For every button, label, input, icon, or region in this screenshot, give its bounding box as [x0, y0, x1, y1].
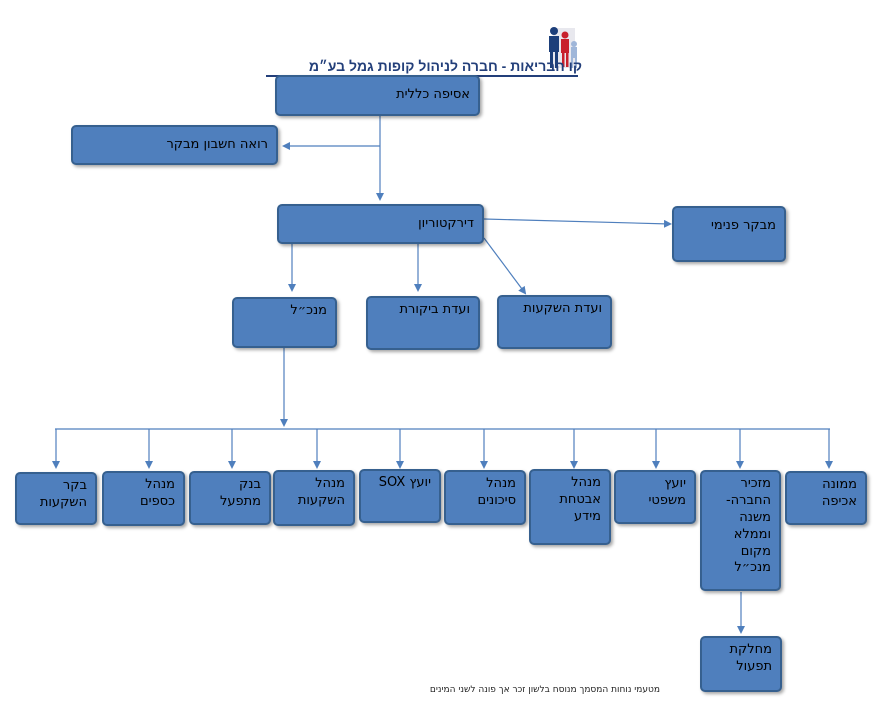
node-risk-manager: מנהל סיכונים [444, 470, 526, 525]
node-enforcement-officer: ממונה אכיפה [785, 471, 867, 525]
node-sox-advisor-label: יועץ SOX [378, 475, 431, 490]
node-operations-dept: מחלקת תפעול [700, 636, 782, 692]
node-ceo: מנכ״ל [232, 297, 337, 348]
node-infosec-manager-label: מנהל אבטחת מידע [559, 475, 601, 524]
node-auditor-label: רואה חשבון מבקר [166, 137, 268, 152]
footer-note: מטעמי נוחות המסמך מנוסח בלשון זכר אך פונ… [429, 685, 660, 695]
node-finance-manager: מנהל כספים [102, 471, 185, 526]
connector-board-investment-committee [483, 237, 527, 295]
node-legal-advisor-label: יועץ משפטי [648, 476, 687, 508]
family-icon [549, 27, 577, 68]
node-investment-committee-label: ועדת השקעות [523, 301, 602, 316]
node-investment-controller-label: בקר השקעות [39, 478, 87, 510]
connector-board-internal-auditor [483, 218, 672, 228]
node-sox-advisor: יועץ SOX [359, 469, 441, 523]
node-auditor: רואה חשבון מבקר [71, 125, 278, 165]
node-legal-advisor: יועץ משפטי [614, 470, 696, 524]
node-board-label: דירקטוריון [418, 216, 474, 231]
node-operating-bank-label: בנק מתפעל [219, 477, 261, 509]
node-risk-manager-label: מנהל סיכונים [477, 476, 517, 508]
node-internal-auditor: מבקר פנימי [672, 206, 786, 262]
node-general-assembly-label: אסיפה כללית [396, 87, 470, 102]
node-investment-controller: בקר השקעות [15, 472, 97, 525]
node-investment-manager: מנהל השקעות [273, 470, 355, 526]
node-infosec-manager: מנהל אבטחת מידע [529, 469, 611, 545]
page-title: קו הבריאות - חברה לניהול קופות גמל בע״מ [308, 58, 582, 74]
node-operating-bank: בנק מתפעל [189, 471, 271, 525]
node-investment-manager-label: מנהל השקעות [297, 476, 345, 508]
node-finance-manager-label: מנהל כספים [140, 477, 175, 509]
node-board: דירקטוריון [277, 204, 484, 244]
node-ceo-label: מנכ״ל [290, 303, 327, 318]
node-operations-dept-label: מחלקת תפעול [729, 642, 772, 674]
node-company-secretary-label: מזכיר החברה- משנה וממלא מקום מנכ״ל [725, 476, 771, 576]
node-enforcement-officer-label: ממונה אכיפה [821, 477, 857, 509]
node-investment-committee: ועדת השקעות [497, 295, 612, 349]
node-internal-auditor-label: מבקר פנימי [710, 218, 776, 233]
node-audit-committee-label: ועדת ביקורת [399, 302, 470, 317]
node-audit-committee: ועדת ביקורת [366, 296, 480, 350]
node-company-secretary: מזכיר החברה- משנה וממלא מקום מנכ״ל [700, 470, 781, 591]
node-general-assembly: אסיפה כללית [275, 75, 480, 116]
